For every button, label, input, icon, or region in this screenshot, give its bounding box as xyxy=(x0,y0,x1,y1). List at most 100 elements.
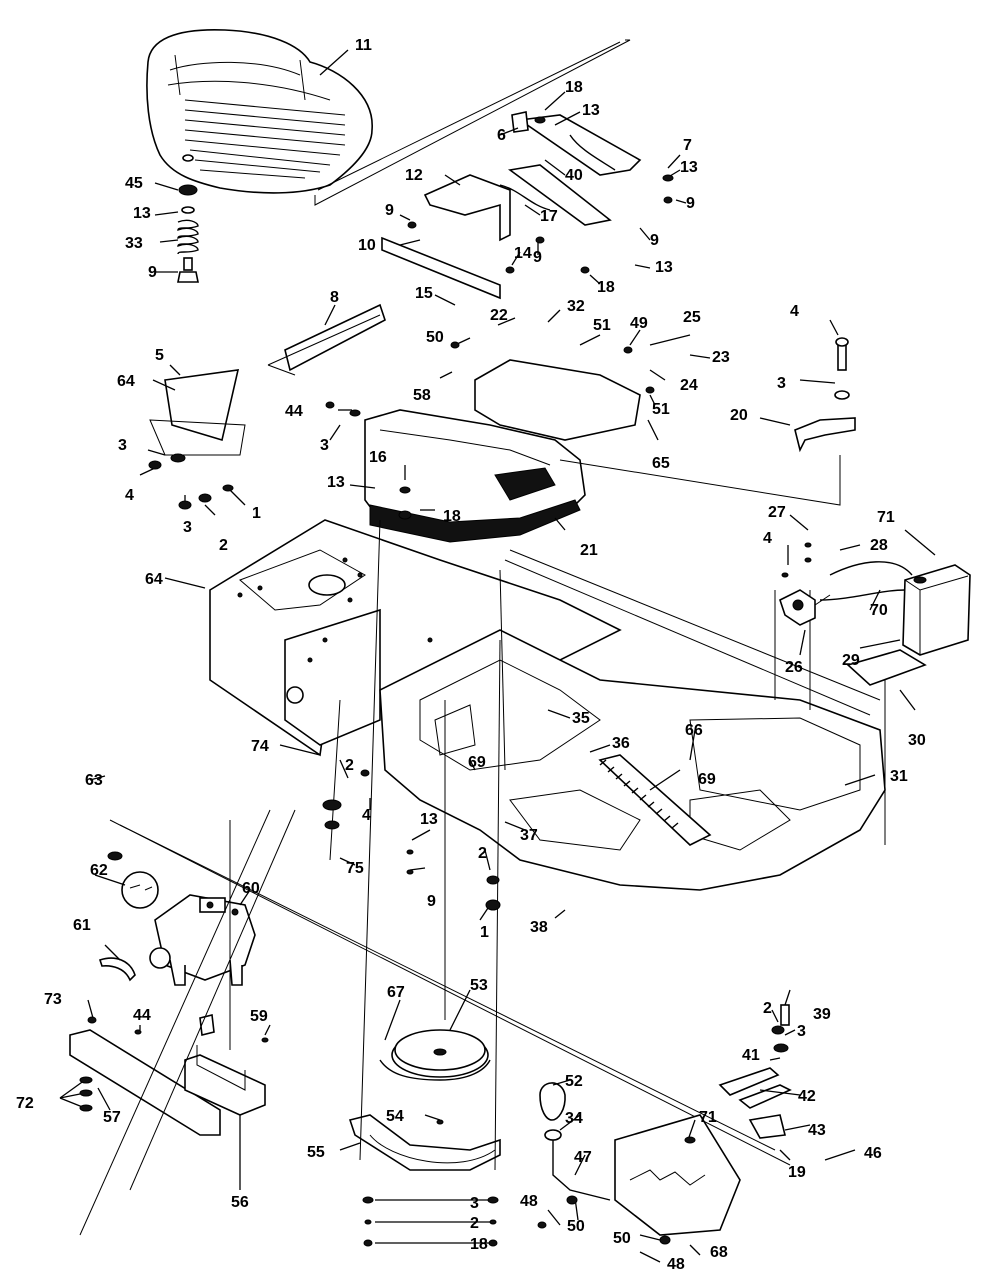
callout-label-9: 9 xyxy=(385,202,394,219)
callout-label-25: 25 xyxy=(683,309,701,326)
callout-label-5: 5 xyxy=(155,347,164,364)
callout-label-19: 19 xyxy=(788,1164,806,1181)
callout-label-3: 3 xyxy=(320,437,329,454)
callout-label-27: 27 xyxy=(768,504,786,521)
callout-label-65: 65 xyxy=(652,455,670,472)
callout-label-33: 33 xyxy=(125,235,143,252)
callout-label-1: 1 xyxy=(252,505,261,522)
callout-label-51: 51 xyxy=(593,317,611,334)
callout-label-68: 68 xyxy=(710,1244,728,1261)
callout-label-44: 44 xyxy=(285,403,303,420)
callout-label-50: 50 xyxy=(613,1230,631,1247)
callout-label-72: 72 xyxy=(16,1095,34,1112)
callout-label-55: 55 xyxy=(307,1144,325,1161)
callout-label-28: 28 xyxy=(870,537,888,554)
callout-label-4: 4 xyxy=(362,807,371,824)
callout-label-64: 64 xyxy=(117,373,135,390)
callout-label-48: 48 xyxy=(667,1256,685,1273)
callout-label-60: 60 xyxy=(242,880,260,897)
battery-hold-down xyxy=(794,337,856,453)
callout-label-4: 4 xyxy=(790,303,799,320)
callout-label-9: 9 xyxy=(650,232,659,249)
callout-label-13: 13 xyxy=(327,474,345,491)
callout-label-18: 18 xyxy=(470,1236,488,1253)
callout-label-67: 67 xyxy=(387,984,405,1001)
callout-label-6: 6 xyxy=(497,127,506,144)
callout-label-4: 4 xyxy=(125,487,134,504)
pulley-belt-assembly xyxy=(348,1029,501,1171)
callout-label-9: 9 xyxy=(533,249,542,266)
callout-label-52: 52 xyxy=(565,1073,583,1090)
callout-label-43: 43 xyxy=(808,1122,826,1139)
battery xyxy=(819,561,971,686)
callout-label-40: 40 xyxy=(565,167,583,184)
callout-label-57: 57 xyxy=(103,1109,121,1126)
callout-label-71: 71 xyxy=(699,1109,717,1126)
callout-label-2: 2 xyxy=(219,537,228,554)
callout-label-13: 13 xyxy=(420,811,438,828)
callout-label-56: 56 xyxy=(231,1194,249,1211)
lower-channels xyxy=(69,1014,266,1136)
callout-label-41: 41 xyxy=(742,1047,760,1064)
callout-label-73: 73 xyxy=(44,991,62,1008)
callout-label-49: 49 xyxy=(630,315,648,332)
callout-label-34: 34 xyxy=(565,1110,583,1127)
alignment-lines xyxy=(79,519,791,1236)
callout-label-20: 20 xyxy=(730,407,748,424)
frame-chassis xyxy=(209,519,622,757)
callout-label-75: 75 xyxy=(346,860,364,877)
callout-label-23: 23 xyxy=(712,349,730,366)
callout-label-35: 35 xyxy=(572,710,590,727)
callout-label-3: 3 xyxy=(777,375,786,392)
callout-label-18: 18 xyxy=(565,79,583,96)
shift-lever-assembly xyxy=(539,1004,792,1236)
callout-label-51: 51 xyxy=(652,401,670,418)
callout-label-74: 74 xyxy=(251,738,269,755)
transaxle xyxy=(98,871,256,986)
hardware-fasteners xyxy=(79,116,812,1247)
callout-label-9: 9 xyxy=(427,893,436,910)
callout-label-9: 9 xyxy=(148,264,157,281)
callout-label-2: 2 xyxy=(470,1215,479,1232)
callout-label-38: 38 xyxy=(530,919,548,936)
callout-label-50: 50 xyxy=(426,329,444,346)
callout-arrows xyxy=(59,49,936,1263)
callout-label-54: 54 xyxy=(386,1108,404,1125)
callout-label-50: 50 xyxy=(567,1218,585,1235)
callout-label-3: 3 xyxy=(470,1195,479,1212)
callout-label-39: 39 xyxy=(813,1006,831,1023)
callout-label-47: 47 xyxy=(574,1149,592,1166)
console-pod xyxy=(364,359,641,543)
callout-label-26: 26 xyxy=(785,659,803,676)
callout-label-2: 2 xyxy=(478,845,487,862)
callout-label-17: 17 xyxy=(540,208,558,225)
callout-label-29: 29 xyxy=(842,652,860,669)
callout-label-1: 1 xyxy=(480,924,489,941)
callout-label-12: 12 xyxy=(405,167,423,184)
left-side-bracket xyxy=(149,303,386,456)
callout-label-69: 69 xyxy=(468,754,486,771)
callout-label-13: 13 xyxy=(133,205,151,222)
callout-label-31: 31 xyxy=(890,768,908,785)
callout-label-42: 42 xyxy=(798,1088,816,1105)
callout-label-22: 22 xyxy=(490,307,508,324)
callout-label-11: 11 xyxy=(355,37,372,54)
callout-label-2: 2 xyxy=(345,757,354,774)
callout-label-66: 66 xyxy=(685,722,703,739)
callout-label-46: 46 xyxy=(864,1145,882,1162)
callout-label-18: 18 xyxy=(597,279,615,296)
callout-label-21: 21 xyxy=(580,542,598,559)
callout-label-4: 4 xyxy=(763,530,772,547)
callout-label-13: 13 xyxy=(582,102,600,119)
callout-label-36: 36 xyxy=(612,735,630,752)
callout-label-62: 62 xyxy=(90,862,108,879)
callout-label-30: 30 xyxy=(908,732,926,749)
callout-label-32: 32 xyxy=(567,298,585,315)
callout-label-70: 70 xyxy=(870,602,888,619)
callout-label-3: 3 xyxy=(118,437,127,454)
callout-label-69: 69 xyxy=(698,771,716,788)
callout-label-3: 3 xyxy=(183,519,192,536)
